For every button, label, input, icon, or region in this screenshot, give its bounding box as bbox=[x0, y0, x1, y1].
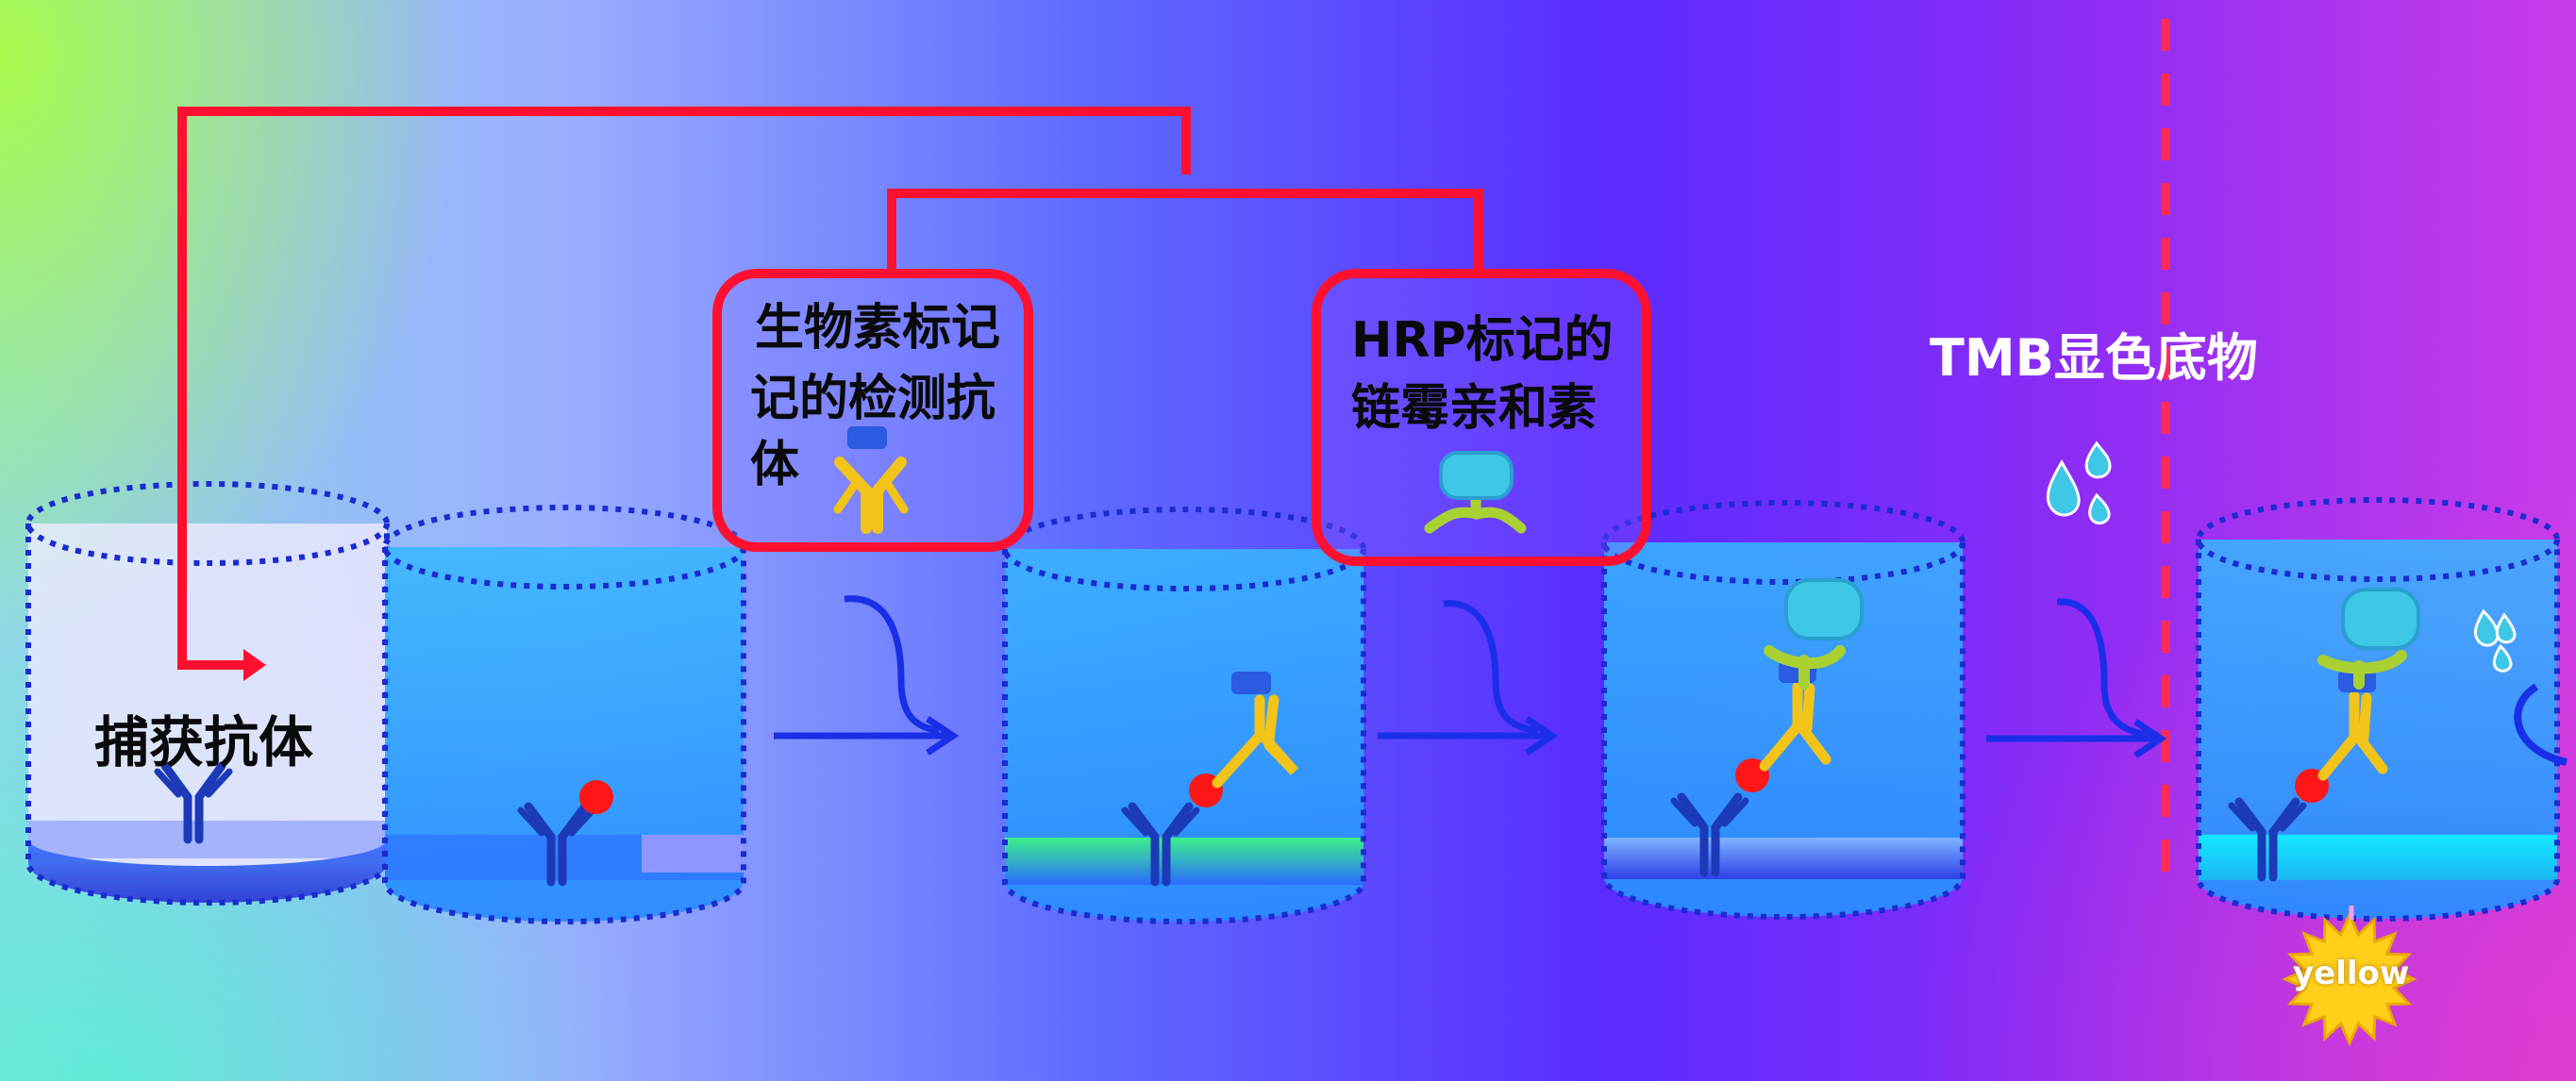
process-arrow-3 bbox=[1986, 598, 2167, 758]
hrp-streptavidin-icon bbox=[1764, 578, 1864, 690]
biotin-tag-icon bbox=[1231, 672, 1271, 694]
detection-antibody-label-line1: 生物素标记 bbox=[755, 300, 1001, 357]
red-connector-outer bbox=[177, 107, 1191, 681]
starburst-icon bbox=[2282, 906, 2417, 1047]
well-3 bbox=[1002, 507, 1366, 924]
well-1 bbox=[25, 481, 390, 906]
detection-antibody-box bbox=[712, 269, 1033, 552]
detection-antibody-icon bbox=[833, 426, 909, 534]
capture-antibody-icon bbox=[2228, 797, 2307, 882]
water-drops-icon bbox=[2046, 441, 2112, 525]
curved-arrow-icon bbox=[2056, 598, 2152, 740]
hrp-streptavidin-box bbox=[1312, 269, 1651, 566]
capture-antibody-icon bbox=[517, 802, 596, 887]
capture-antibody-label: 捕获抗体 bbox=[94, 710, 314, 774]
detection-antibody-icon bbox=[1212, 672, 1299, 789]
capture-antibody-icon bbox=[1121, 802, 1200, 887]
capture-antibody-icon bbox=[154, 761, 233, 844]
process-arrow-2 bbox=[1378, 600, 1559, 756]
curved-arrow-icon bbox=[844, 595, 940, 735]
tmb-substrate-label: TMB显色底物 bbox=[1930, 328, 2258, 388]
hrp-streptavidin-icon bbox=[1424, 451, 1527, 534]
detection-antibody-label-line3: 体 bbox=[750, 437, 800, 493]
antigen-icon bbox=[579, 780, 613, 814]
hrp-streptavidin-label-line1: HRP标记的 bbox=[1351, 312, 1614, 369]
hrp-streptavidin-label-line2: 链霉亲和素 bbox=[1351, 380, 1597, 437]
biotin-tag-icon bbox=[847, 426, 887, 449]
curved-arrow-icon bbox=[2514, 683, 2568, 766]
color-result-label: yellow bbox=[2293, 955, 2410, 992]
red-connector-inner bbox=[887, 189, 1483, 274]
hrp-streptavidin-icon bbox=[2317, 588, 2420, 690]
starburst-shape bbox=[2282, 911, 2417, 1047]
process-arrow-1 bbox=[774, 595, 960, 756]
red-arrowhead-icon bbox=[243, 649, 266, 681]
well-5 bbox=[2196, 497, 2560, 922]
well-4 bbox=[1601, 500, 1965, 920]
water-drops-icon bbox=[2473, 608, 2517, 673]
capture-antibody-icon bbox=[1670, 792, 1749, 877]
curved-arrow-icon bbox=[1443, 600, 1539, 735]
detection-antibody-label-line2: 记的检测抗 bbox=[750, 371, 996, 427]
